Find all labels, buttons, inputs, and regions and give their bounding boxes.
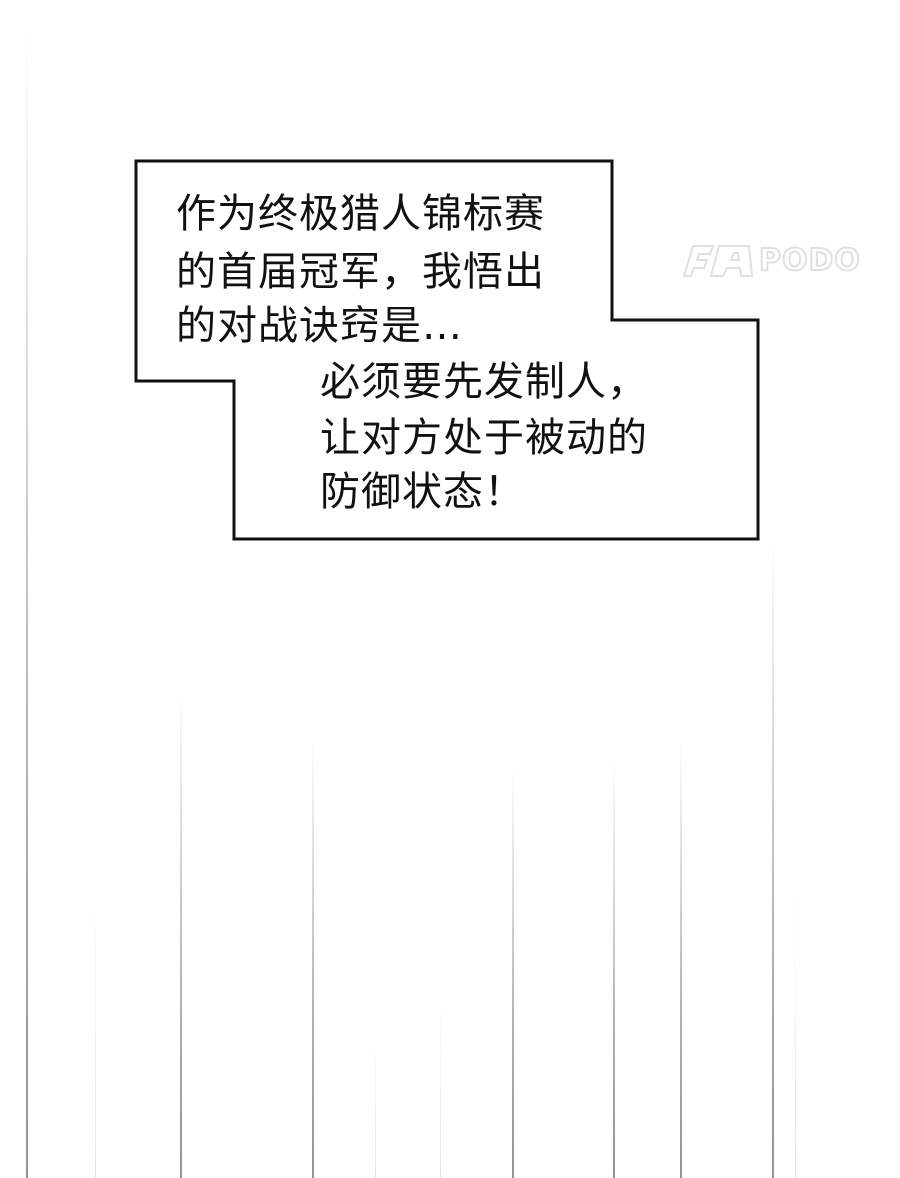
speed-line (772, 540, 774, 1178)
speed-line (795, 880, 796, 1178)
speed-line (95, 900, 96, 1178)
speed-line (26, 30, 28, 1178)
speed-line (512, 770, 514, 1178)
speed-line (440, 1000, 441, 1178)
speed-line (180, 690, 182, 1178)
speech-line-5: 让对方处于被动的 (320, 415, 648, 461)
podo-logo-icon (683, 244, 753, 277)
watermark-text: PODO (758, 242, 861, 279)
speech-line-1: 作为终极猎人锦标赛 (176, 191, 545, 237)
speech-line-2: 的首届冠军，我悟出 (176, 249, 545, 295)
speed-line (375, 1040, 376, 1178)
speed-line (312, 740, 314, 1178)
speech-line-3: 的对战诀窍是… (176, 303, 463, 349)
speech-line-6: 防御状态！ (320, 469, 525, 515)
speed-line (680, 740, 682, 1178)
speech-line-4: 必须要先发制人， (320, 359, 648, 405)
speed-line (613, 760, 615, 1178)
watermark: PODO (683, 242, 861, 279)
